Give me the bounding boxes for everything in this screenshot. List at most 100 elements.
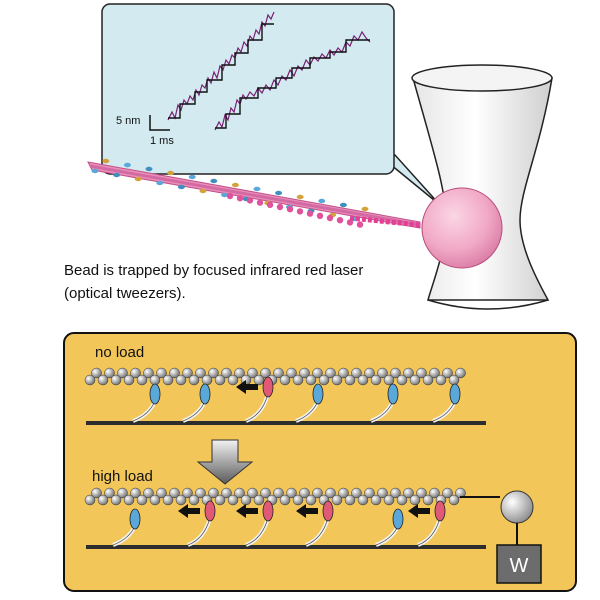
- actin-monomer: [97, 374, 109, 386]
- actin-monomer: [234, 367, 245, 379]
- actin-bead: [246, 197, 254, 204]
- strongly-bound-head: [262, 500, 274, 522]
- actin-monomer: [396, 494, 408, 506]
- actin-bead: [266, 201, 274, 208]
- actin-monomer: [318, 374, 330, 386]
- actin-monomer: [396, 374, 408, 386]
- myosin-track-no-load: [86, 376, 486, 425]
- actin-bead: [316, 212, 324, 219]
- step-fit-1: [168, 23, 274, 119]
- actin-monomer: [299, 367, 310, 379]
- actin-monomer: [364, 367, 375, 379]
- actin-monomer: [143, 487, 154, 499]
- actin-monomer: [227, 494, 239, 506]
- actin-monomer: [123, 374, 135, 386]
- actin-bead: [346, 219, 354, 226]
- weakly-bound-head: [387, 383, 399, 405]
- actin-filament-no-load: [84, 367, 466, 386]
- scale-label-ms: 1 ms: [150, 135, 174, 147]
- actin-filament-high-load: [84, 487, 466, 506]
- actin-monomer: [175, 494, 187, 506]
- lever-outline: [305, 517, 329, 546]
- actin-bead: [296, 208, 304, 215]
- weakly-bound-head: [392, 508, 404, 530]
- actin-monomer: [130, 487, 141, 499]
- actin-monomer: [110, 374, 122, 386]
- actin-monomer: [390, 487, 401, 499]
- actin-monomer: [338, 367, 349, 379]
- actin-monomer: [188, 494, 200, 506]
- load-weight: W: [460, 490, 542, 584]
- filament-head: [361, 206, 369, 212]
- filament-head: [177, 184, 185, 190]
- actin-monomer: [195, 487, 206, 499]
- actin-monomer: [422, 374, 434, 386]
- actin-monomer: [455, 367, 466, 379]
- actin-monomer: [377, 367, 388, 379]
- actin-monomer: [182, 367, 193, 379]
- actin-monomer: [377, 487, 388, 499]
- actin-monomer: [123, 494, 135, 506]
- actin-monomer: [448, 494, 460, 506]
- actin-monomer: [188, 374, 200, 386]
- actin-monomer: [273, 367, 284, 379]
- filament-head: [231, 182, 239, 188]
- caption-line-1: Bead is trapped by focused infrared red …: [64, 262, 363, 279]
- filament-head: [210, 178, 218, 184]
- weakly-bound-head: [129, 508, 141, 530]
- actin-monomer: [370, 374, 382, 386]
- step-trace-2: [214, 30, 371, 131]
- actin-bead: [306, 210, 314, 217]
- actin-monomer: [312, 367, 323, 379]
- actin-monomer: [130, 367, 141, 379]
- actin-monomer: [299, 487, 310, 499]
- force-arrow: [296, 504, 318, 518]
- actin-monomer: [422, 494, 434, 506]
- actin-monomer: [383, 374, 395, 386]
- actin-monomer: [292, 494, 304, 506]
- filament-heads: [91, 158, 369, 228]
- scale-label-nm: 5 nm: [116, 115, 140, 127]
- actin-monomer: [136, 374, 148, 386]
- actin-monomer: [416, 487, 427, 499]
- filament-head: [221, 192, 229, 198]
- actin-monomer: [221, 487, 232, 499]
- actin-monomer: [279, 374, 291, 386]
- actin-monomer: [234, 487, 245, 499]
- actin-monomer: [403, 367, 414, 379]
- actin-monomer: [364, 487, 375, 499]
- actin-monomer: [91, 487, 102, 499]
- actin-monomer: [136, 494, 148, 506]
- actin-monomer: [429, 487, 440, 499]
- filament-head: [123, 162, 131, 168]
- weakly-bound-head: [199, 383, 211, 405]
- actin-monomer: [169, 367, 180, 379]
- actin-monomer: [331, 374, 343, 386]
- filament-head: [91, 168, 99, 174]
- strongly-bound-head: [322, 500, 334, 522]
- high-load-label: high load: [92, 468, 153, 485]
- actin-monomer: [312, 487, 323, 499]
- actin-bead: [336, 217, 344, 224]
- actin-monomer: [117, 487, 128, 499]
- actin-monomer: [435, 374, 447, 386]
- actin-monomer: [305, 494, 317, 506]
- actin-monomer: [442, 367, 453, 379]
- actin-monomer: [292, 374, 304, 386]
- lever-outline: [417, 517, 441, 546]
- actin-monomer: [338, 487, 349, 499]
- actin-monomer: [331, 494, 343, 506]
- filament-head: [145, 166, 153, 172]
- actin-monomer: [370, 494, 382, 506]
- laser-beam: [411, 64, 553, 310]
- actin-monomer: [227, 374, 239, 386]
- filament-head: [134, 176, 142, 182]
- actin-monomer: [175, 374, 187, 386]
- load-panel: no load high load W: [63, 332, 577, 592]
- actin-monomer: [286, 367, 297, 379]
- force-arrow: [408, 504, 430, 518]
- actin-monomer: [208, 487, 219, 499]
- actin-monomer: [351, 367, 362, 379]
- filament-head: [275, 190, 283, 196]
